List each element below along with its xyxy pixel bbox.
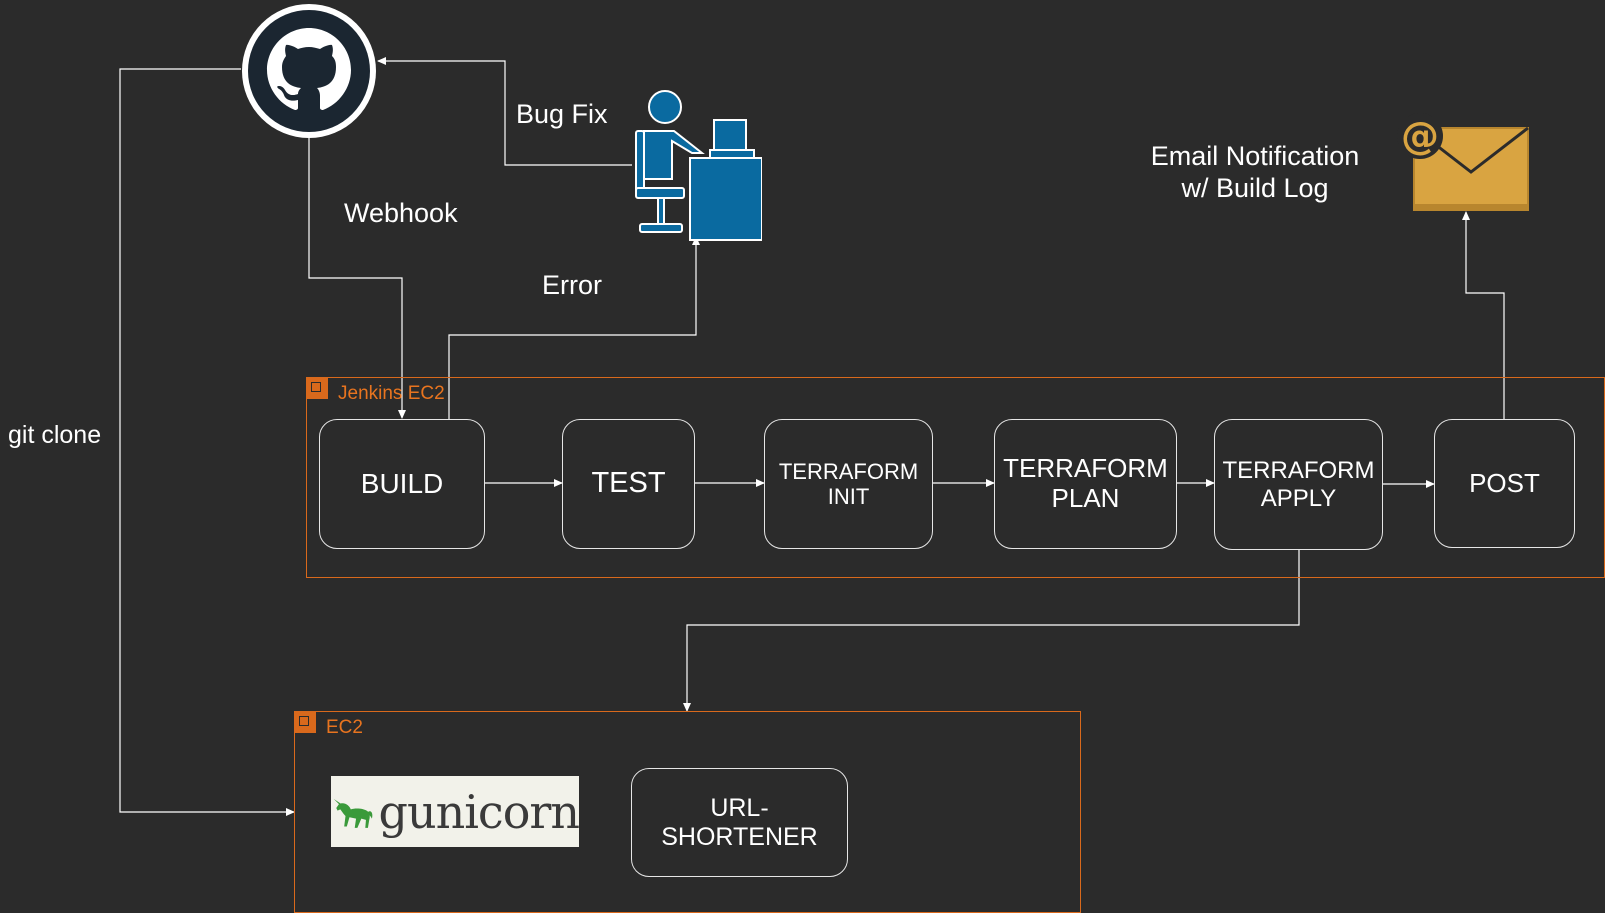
stage-terraform-init-line2: INIT xyxy=(827,484,870,509)
jenkins-ec2-group xyxy=(306,377,1605,578)
webhook-label: Webhook xyxy=(344,198,458,228)
email-notification-line1: Email Notification xyxy=(1150,141,1360,171)
stage-post-label: POST xyxy=(1469,467,1540,498)
stage-terraform-plan: TERRAFORM PLAN xyxy=(994,419,1177,549)
url-shortener-app: URL- SHORTENER xyxy=(631,768,848,877)
url-shortener-line1: URL- xyxy=(710,793,769,822)
jenkins-ec2-title: Jenkins EC2 xyxy=(338,383,445,404)
email-notification-label: Email Notification w/ Build Log xyxy=(1135,140,1375,205)
stage-terraform-apply-line1: TERRAFORM xyxy=(1222,456,1375,484)
error-label: Error xyxy=(542,270,602,300)
gunicorn-logo: gunicorn xyxy=(331,776,580,847)
git-clone-label: git clone xyxy=(8,421,102,449)
stage-terraform-init-line1: TERRAFORM xyxy=(778,458,919,484)
stage-test: TEST xyxy=(562,419,695,549)
ec2-instance-icon xyxy=(306,377,328,399)
apply-to-ec2-connector xyxy=(683,550,1300,712)
developer-at-desk-icon xyxy=(630,88,763,243)
stage-terraform-init: TERRAFORM INIT xyxy=(764,419,933,549)
bug-fix-label: Bug Fix xyxy=(516,99,608,129)
email-envelope-icon: @ xyxy=(1396,112,1532,212)
unicorn-icon xyxy=(333,798,373,828)
stage-post: POST xyxy=(1434,419,1575,548)
stage-terraform-plan-line2: PLAN xyxy=(1051,483,1120,513)
bugfix-connector xyxy=(377,57,632,166)
webhook-connector xyxy=(308,135,406,419)
ec2-instance-icon-2 xyxy=(294,711,316,733)
svg-text:@: @ xyxy=(1401,114,1439,158)
stage-build-label: BUILD xyxy=(360,467,444,499)
gunicorn-logo-text: gunicorn xyxy=(378,784,580,839)
post-to-email-connector xyxy=(1462,211,1505,419)
url-shortener-line2: SHORTENER xyxy=(661,822,818,851)
email-notification-line2: w/ Build Log xyxy=(1181,173,1329,204)
stage-terraform-apply: TERRAFORM APPLY xyxy=(1214,419,1383,550)
stage-terraform-apply-line2: APPLY xyxy=(1260,484,1337,512)
stage-build: BUILD xyxy=(319,419,485,549)
git-clone-connector xyxy=(119,68,295,816)
stage-terraform-plan-line1: TERRAFORM xyxy=(1003,453,1168,484)
stage-test-label: TEST xyxy=(591,467,666,500)
github-icon xyxy=(240,2,378,140)
ec2-title: EC2 xyxy=(326,717,363,738)
